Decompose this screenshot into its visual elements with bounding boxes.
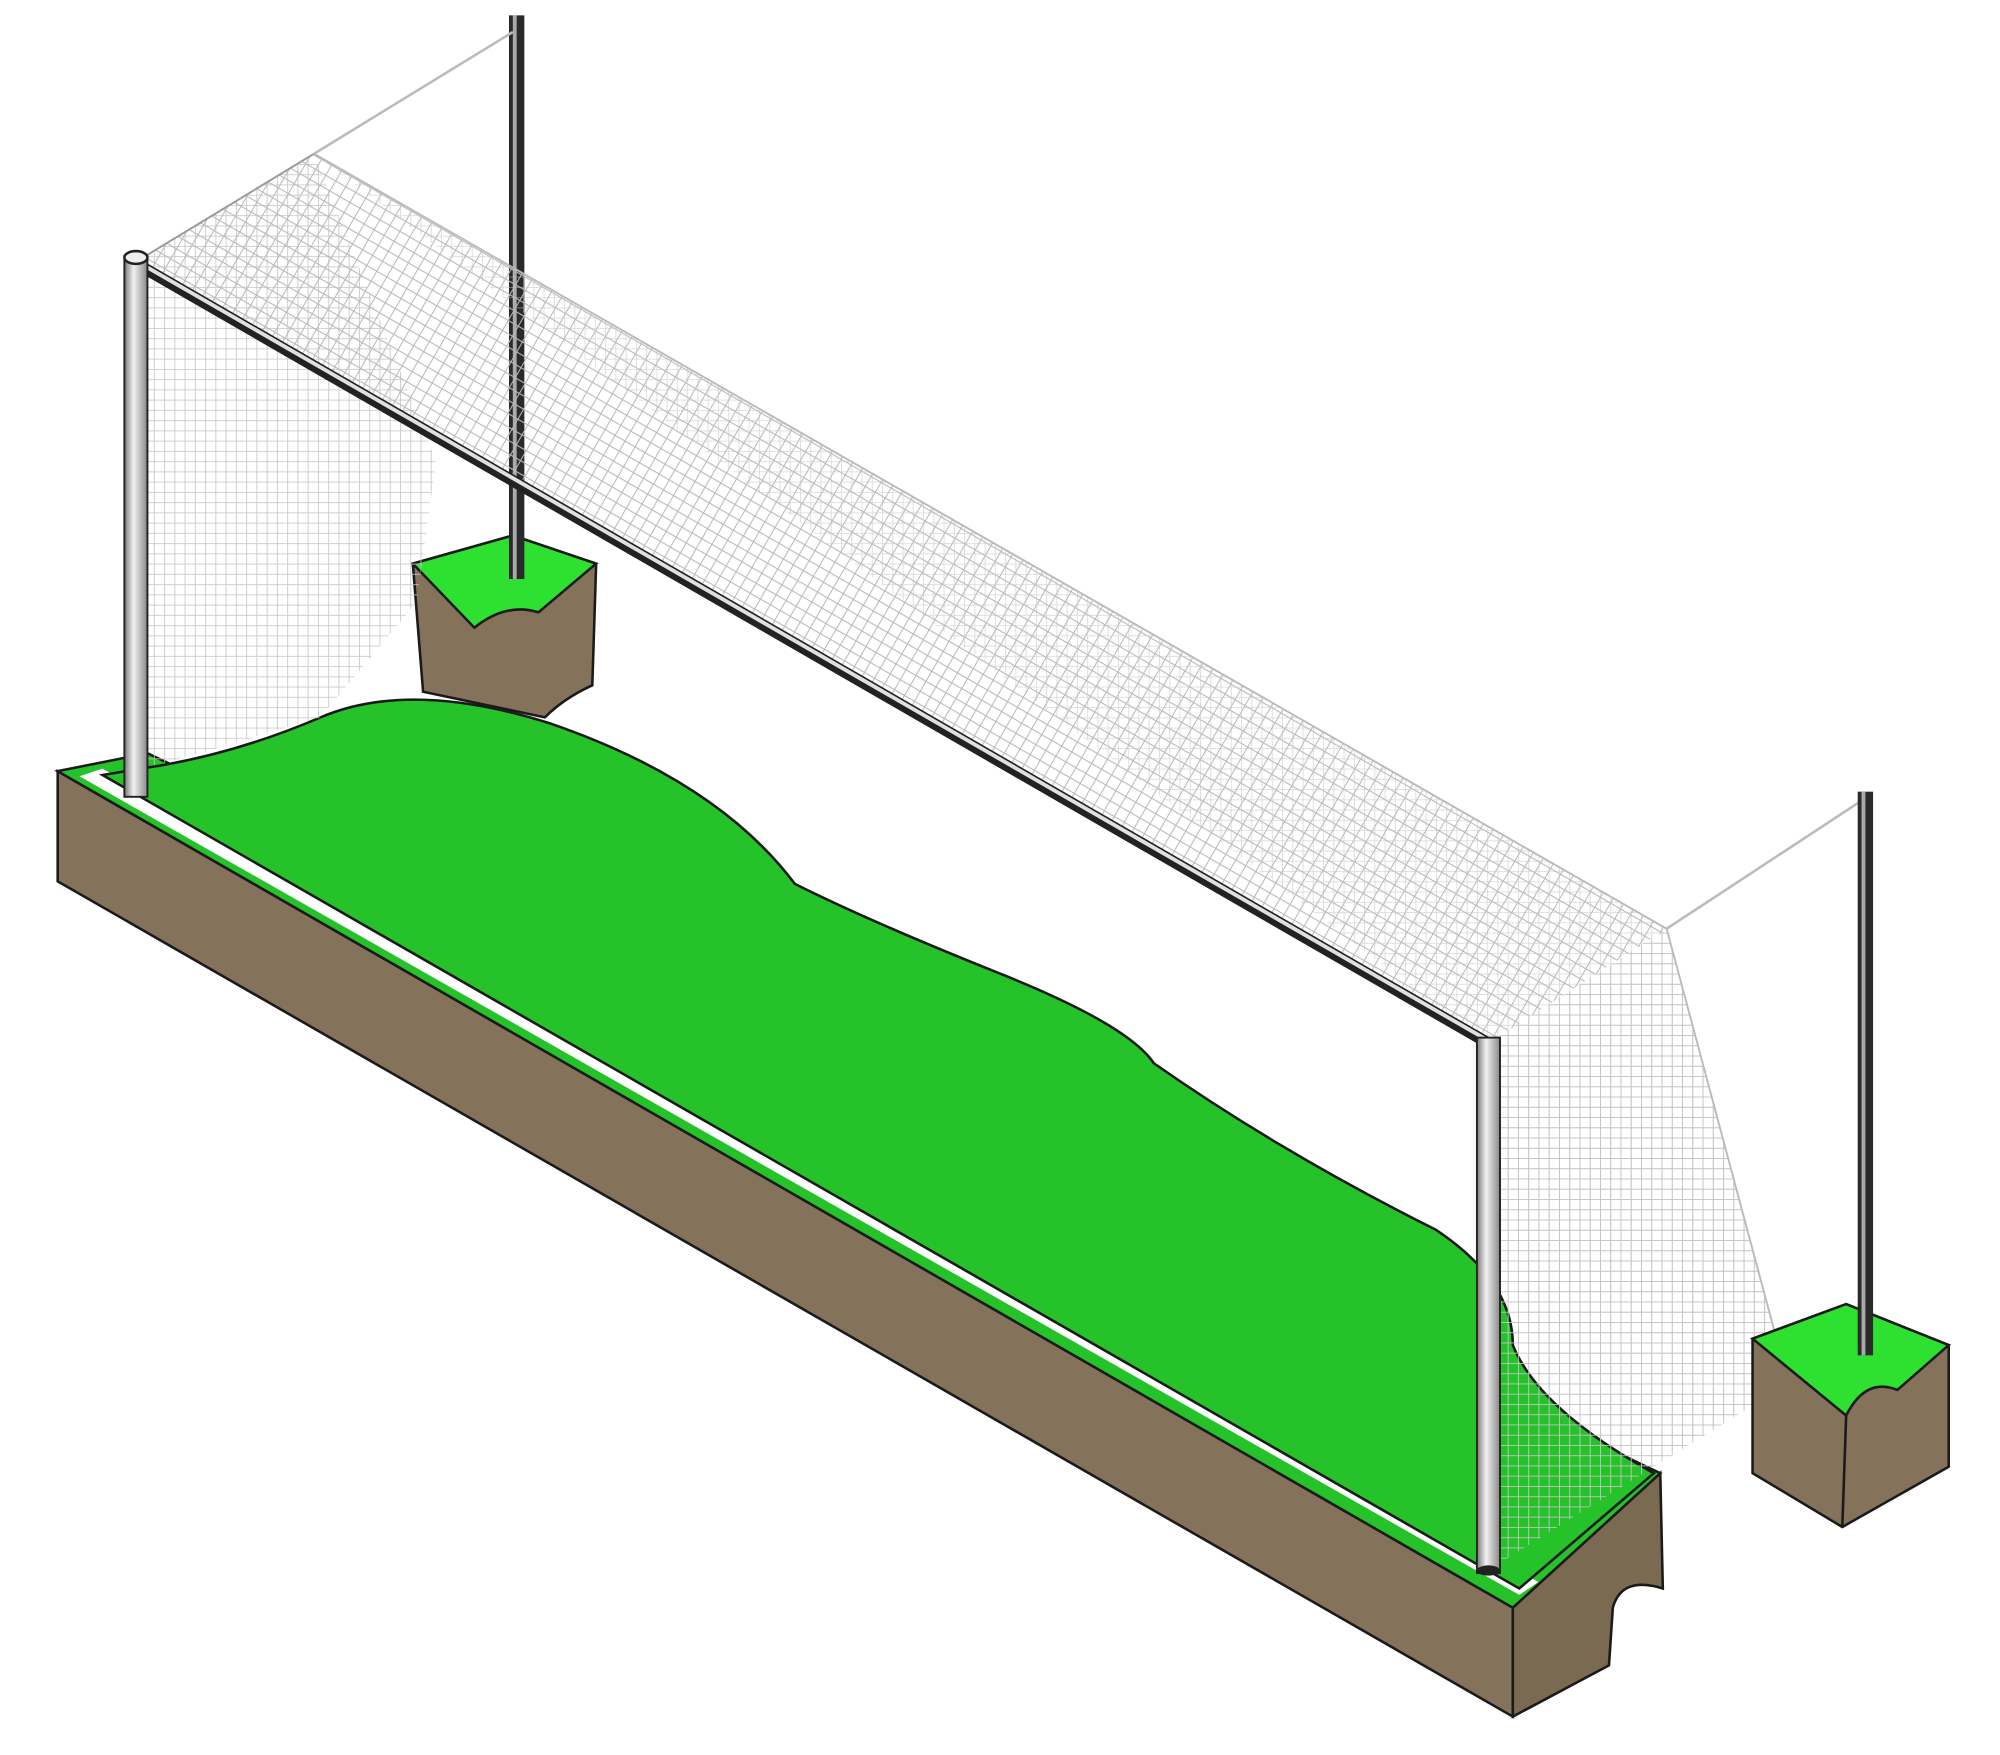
crossbar xyxy=(131,257,1493,1050)
back-left-anchor-block xyxy=(410,534,599,719)
left-goal-post xyxy=(123,249,149,798)
guy-wire-left xyxy=(313,30,514,155)
right-goal-post xyxy=(1475,1036,1501,1576)
right-anchor-block xyxy=(1750,1302,1952,1529)
guy-wire-right xyxy=(1665,799,1863,930)
right-support-pole xyxy=(1665,791,1874,1356)
